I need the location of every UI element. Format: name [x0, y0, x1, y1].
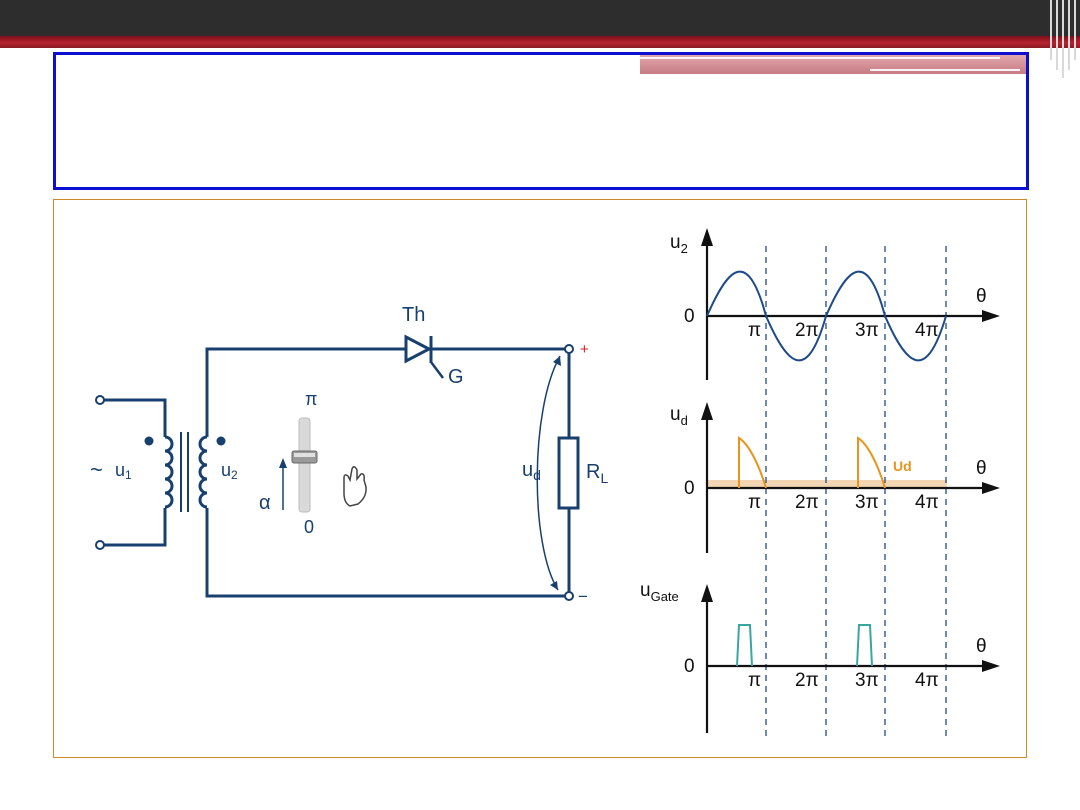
slider-zero-label: 0: [304, 517, 314, 537]
tick-label-4pi: 4π: [915, 320, 939, 341]
tick-label-4pi: 4π: [915, 492, 939, 513]
tick-label-3pi: 3π: [855, 492, 879, 513]
firing-angle-slider[interactable]: [291, 417, 318, 513]
ud-average-label: Ud: [893, 458, 912, 474]
tick-label-pi: π: [748, 670, 761, 691]
theta-label: θ: [976, 458, 987, 479]
u2-waveform: [706, 270, 947, 362]
zero-label: 0: [684, 656, 695, 677]
tick-label-pi: π: [748, 320, 761, 341]
ud-axis-label: ud: [670, 404, 688, 428]
tick-label-3pi: 3π: [855, 670, 879, 691]
zero-label: 0: [684, 306, 695, 327]
plus-sign: +: [580, 341, 589, 358]
theta-label: θ: [976, 636, 987, 657]
minus-sign: −: [578, 587, 588, 606]
ud-waveform: [738, 436, 886, 489]
rl-label: RL: [586, 461, 608, 486]
decorative-line: [870, 69, 1020, 71]
thyristor-label: Th: [402, 304, 425, 326]
u1-label: u1: [115, 460, 132, 482]
u2-label: u2: [221, 460, 238, 482]
tick-label-2pi: 2π: [795, 320, 819, 341]
tick-label-2pi: 2π: [795, 670, 819, 691]
gate-pulse-waveform: [736, 624, 873, 667]
tick-label-2pi: 2π: [795, 492, 819, 513]
hand-cursor-icon: [343, 466, 367, 507]
alpha-label: α: [259, 492, 271, 514]
ud-average-band: [707, 480, 947, 488]
slider-pi-label: π: [305, 389, 317, 409]
u2-axis-label: u2: [670, 232, 688, 256]
gate-label: G: [448, 366, 464, 388]
slide-title-placeholder[interactable]: [53, 52, 1029, 190]
tick-label-pi: π: [748, 492, 761, 513]
decorative-corner-lines: [1046, 0, 1080, 78]
zero-label: 0: [684, 478, 695, 499]
ud-label: ud: [522, 459, 541, 483]
thyristor-symbol: [404, 334, 433, 364]
title-bar-strip: [0, 0, 1080, 36]
tick-label-3pi: 3π: [855, 320, 879, 341]
accent-band: [0, 36, 1080, 48]
ac-source-symbol: ~: [90, 457, 103, 482]
ugate-axis-label: uGate: [640, 580, 679, 604]
theta-label: θ: [976, 286, 987, 307]
diagram-frame: [53, 199, 1027, 758]
decorative-line: [640, 57, 1000, 59]
tick-label-4pi: 4π: [915, 670, 939, 691]
